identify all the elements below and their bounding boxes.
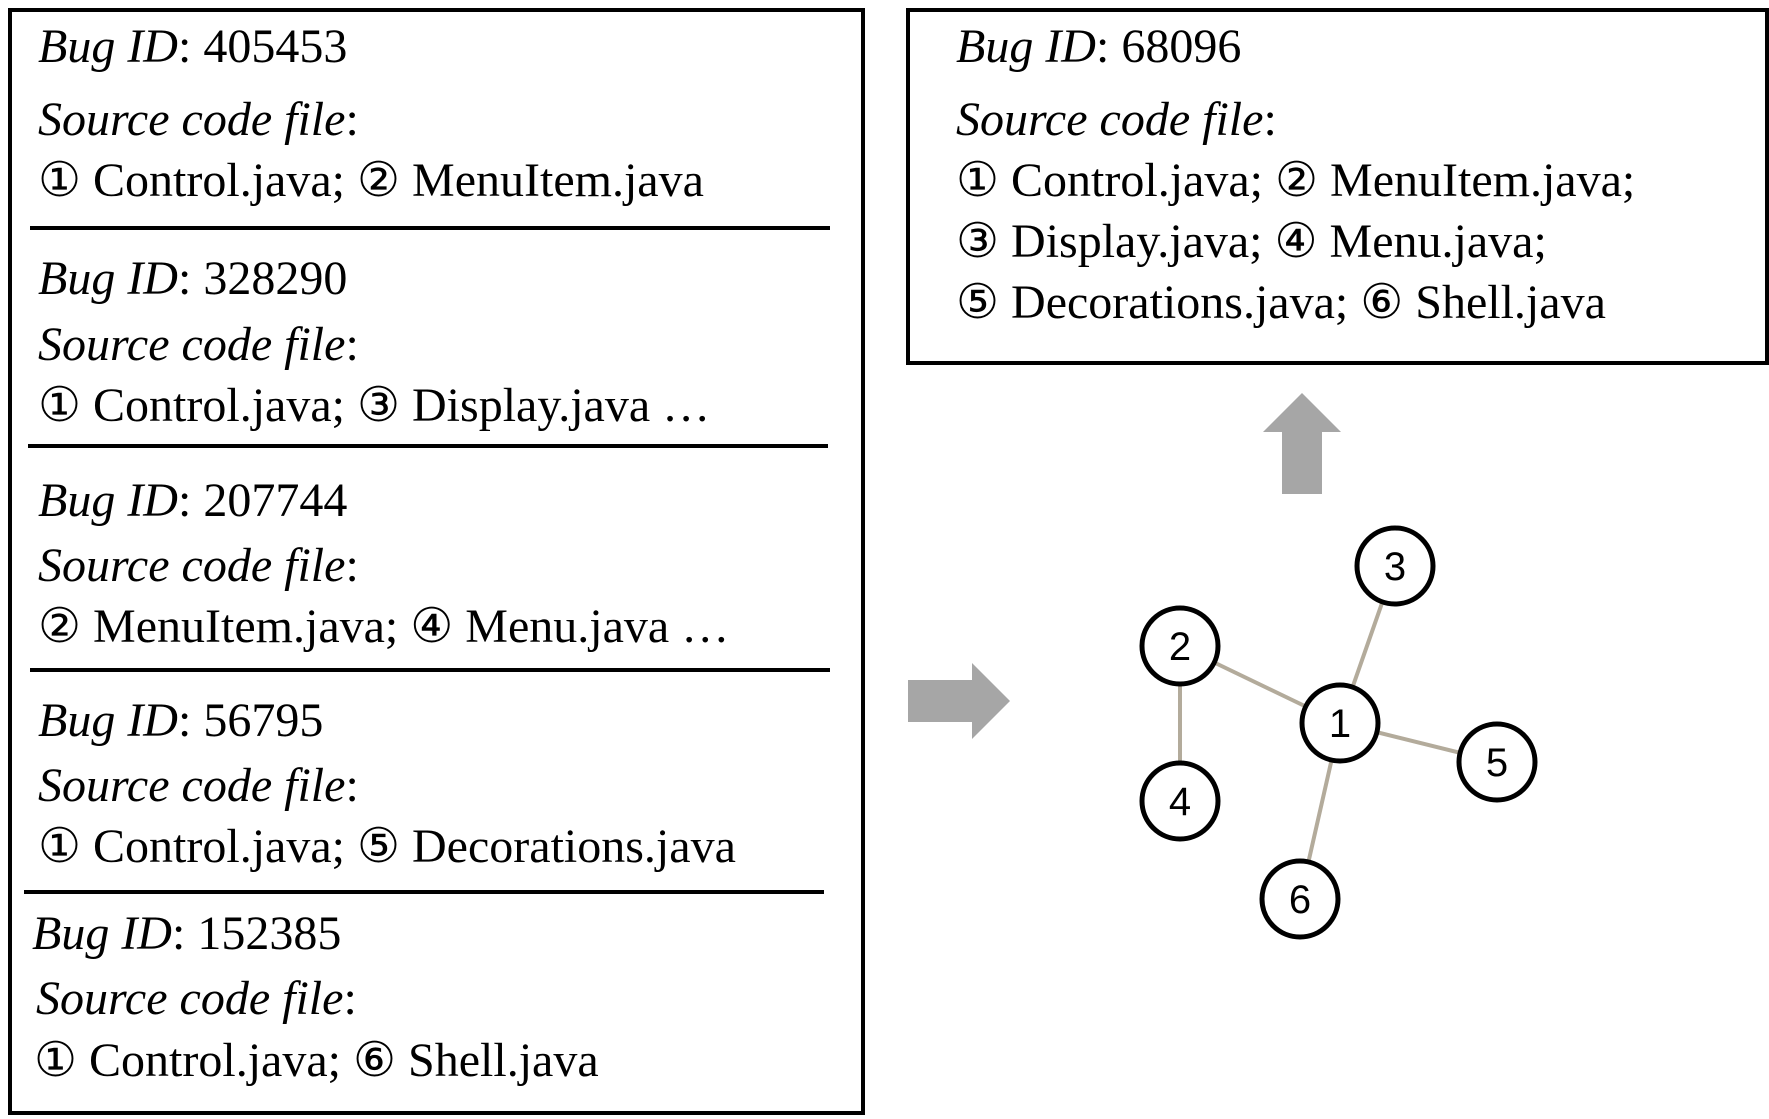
graph-node-2: 2 — [1139, 605, 1221, 687]
node-label-4: 4 — [1169, 780, 1191, 824]
graph-node-3: 3 — [1354, 525, 1436, 607]
result-files-line-1: ① Control.java; ② MenuItem.java; — [956, 154, 1636, 207]
node-circle-3 — [1354, 525, 1436, 607]
bug-3-source-label: Source code file: — [38, 539, 359, 592]
bug-5-source-label: Source code file: — [36, 972, 357, 1025]
bug-2-source-label: Source code file: — [38, 318, 359, 371]
bug-5-files: ① Control.java; ⑥ Shell.java — [34, 1034, 599, 1087]
separator-1 — [30, 226, 830, 230]
bug-2-id: 328290 — [203, 252, 348, 305]
bug-2-files: ① Control.java; ③ Display.java … — [38, 379, 711, 432]
bug-5-id: 152385 — [197, 907, 342, 960]
separator-2 — [28, 444, 828, 448]
separator-4 — [24, 890, 824, 894]
separator-3 — [30, 668, 830, 672]
node-label-3: 3 — [1384, 545, 1406, 589]
bug-3-id: 207744 — [203, 474, 348, 527]
node-circle-2 — [1139, 605, 1221, 687]
node-circle-1 — [1299, 682, 1381, 764]
bug-1-source-label: Source code file: — [38, 93, 359, 146]
result-source-label: Source code file: — [956, 93, 1277, 146]
graph-node-1: 1 — [1299, 682, 1381, 764]
node-circle-4 — [1139, 760, 1221, 842]
bug-4-id-line: Bug ID: 56795 — [38, 694, 324, 747]
node-label-2: 2 — [1169, 625, 1191, 669]
bug-3-files: ② MenuItem.java; ④ Menu.java … — [38, 600, 730, 653]
result-id-line: Bug ID: 68096 — [956, 20, 1242, 73]
up-arrow-icon — [1263, 393, 1341, 494]
bug-4-source-label: Source code file: — [38, 759, 359, 812]
bug-list-panel — [8, 8, 865, 1115]
result-id: 68096 — [1121, 20, 1242, 73]
result-files-line-2: ③ Display.java; ④ Menu.java; — [956, 215, 1547, 268]
node-circle-5 — [1456, 721, 1538, 803]
node-circle-6 — [1259, 858, 1341, 940]
result-files-line-3: ⑤ Decorations.java; ⑥ Shell.java — [956, 276, 1606, 329]
bug-3-id-line: Bug ID: 207744 — [38, 474, 348, 527]
node-label-5: 5 — [1486, 741, 1508, 785]
result-panel — [906, 8, 1769, 365]
right-arrow-icon — [908, 663, 1010, 739]
bug-1-id-line: Bug ID: 405453 — [38, 20, 348, 73]
bug-2-id-line: Bug ID: 328290 — [38, 252, 348, 305]
graph-node-5: 5 — [1456, 721, 1538, 803]
bug-4-files: ① Control.java; ⑤ Decorations.java — [38, 820, 736, 873]
node-label-6: 6 — [1289, 878, 1311, 922]
graph-node-6: 6 — [1259, 858, 1341, 940]
graph-nodes: 1 2 3 4 5 6 — [1139, 525, 1538, 940]
bug-5-id-line: Bug ID: 152385 — [32, 907, 342, 960]
bug-1-files: ① Control.java; ② MenuItem.java — [38, 154, 704, 207]
bug-4-id: 56795 — [203, 694, 324, 747]
bug-id-label: Bug ID — [38, 20, 178, 73]
bug-1-id: 405453 — [203, 20, 348, 73]
node-label-1: 1 — [1329, 702, 1351, 746]
graph-node-4: 4 — [1139, 760, 1221, 842]
